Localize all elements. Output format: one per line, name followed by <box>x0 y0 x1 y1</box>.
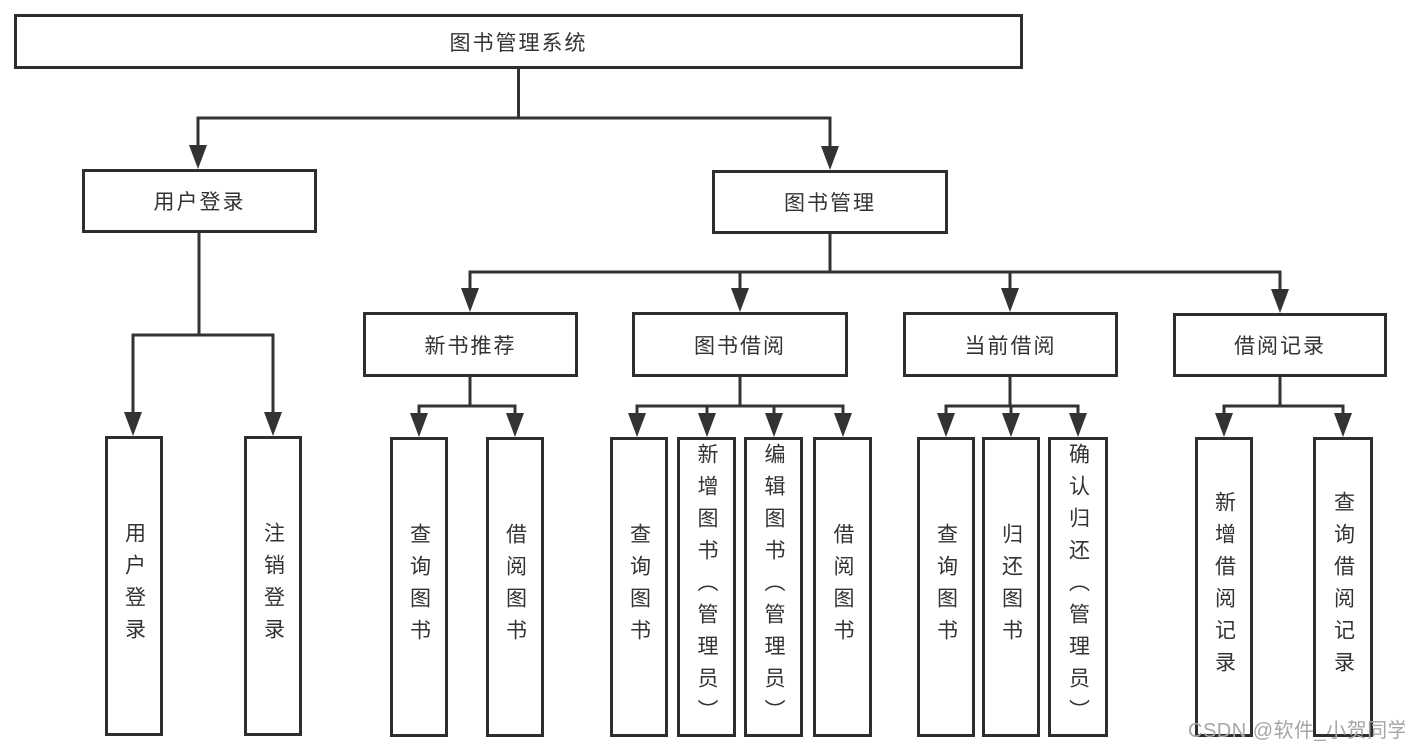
node-current-borrowing: 当前借阅 <box>903 312 1118 377</box>
node-new-book-recommend: 新书推荐 <box>363 312 578 377</box>
leaf-query-books-3-label: 查询图书 <box>934 523 958 651</box>
leaf-borrow-books-1-label: 借阅图书 <box>503 523 527 651</box>
leaf-confirm-return-admin-label: 确认归还（管理员） <box>1066 443 1090 731</box>
node-book-borrowing-label: 图书借阅 <box>694 334 786 358</box>
node-library-system-label: 图书管理系统 <box>449 31 588 55</box>
node-book-borrowing: 图书借阅 <box>632 312 848 377</box>
leaf-return-books: 归还图书 <box>982 437 1040 737</box>
leaf-add-books-admin: 新增图书（管理员） <box>677 437 736 737</box>
node-library-system: 图书管理系统 <box>14 14 1023 69</box>
node-user-login-label: 用户登录 <box>153 191 246 214</box>
leaf-logout: 注销登录 <box>244 436 302 736</box>
leaf-borrow-books-1: 借阅图书 <box>486 437 544 737</box>
node-current-borrowing-label: 当前借阅 <box>964 334 1057 358</box>
leaf-user-login-label: 用户登录 <box>122 522 146 650</box>
leaf-query-borrow-record-label: 查询借阅记录 <box>1331 491 1355 683</box>
node-new-book-recommend-label: 新书推荐 <box>424 334 517 358</box>
leaf-confirm-return-admin: 确认归还（管理员） <box>1048 437 1108 737</box>
leaf-add-borrow-record-label: 新增借阅记录 <box>1212 491 1236 683</box>
leaf-edit-books-admin-label: 编辑图书（管理员） <box>762 443 785 731</box>
node-borrowing-records: 借阅记录 <box>1173 313 1387 377</box>
leaf-edit-books-admin: 编辑图书（管理员） <box>744 437 803 737</box>
leaf-return-books-label: 归还图书 <box>999 523 1023 651</box>
leaf-query-books-2-label: 查询图书 <box>627 523 651 651</box>
leaf-borrow-books-2-label: 借阅图书 <box>831 523 854 651</box>
leaf-query-books-2: 查询图书 <box>610 437 668 737</box>
leaf-query-borrow-record: 查询借阅记录 <box>1313 437 1373 737</box>
leaf-user-login: 用户登录 <box>105 436 163 736</box>
leaf-query-books-1: 查询图书 <box>390 437 448 737</box>
leaf-logout-label: 注销登录 <box>261 522 285 650</box>
node-book-management: 图书管理 <box>712 170 948 234</box>
node-book-management-label: 图书管理 <box>784 192 876 215</box>
leaf-query-books-3: 查询图书 <box>917 437 975 737</box>
leaf-add-books-admin-label: 新增图书（管理员） <box>695 443 718 731</box>
leaf-add-borrow-record: 新增借阅记录 <box>1195 437 1253 737</box>
csdn-watermark: CSDN @软件_小贺同学 <box>1188 720 1405 742</box>
leaf-query-books-1-label: 查询图书 <box>407 523 431 651</box>
node-user-login: 用户登录 <box>82 169 317 233</box>
leaf-borrow-books-2: 借阅图书 <box>813 437 872 737</box>
node-borrowing-records-label: 借阅记录 <box>1234 335 1326 358</box>
